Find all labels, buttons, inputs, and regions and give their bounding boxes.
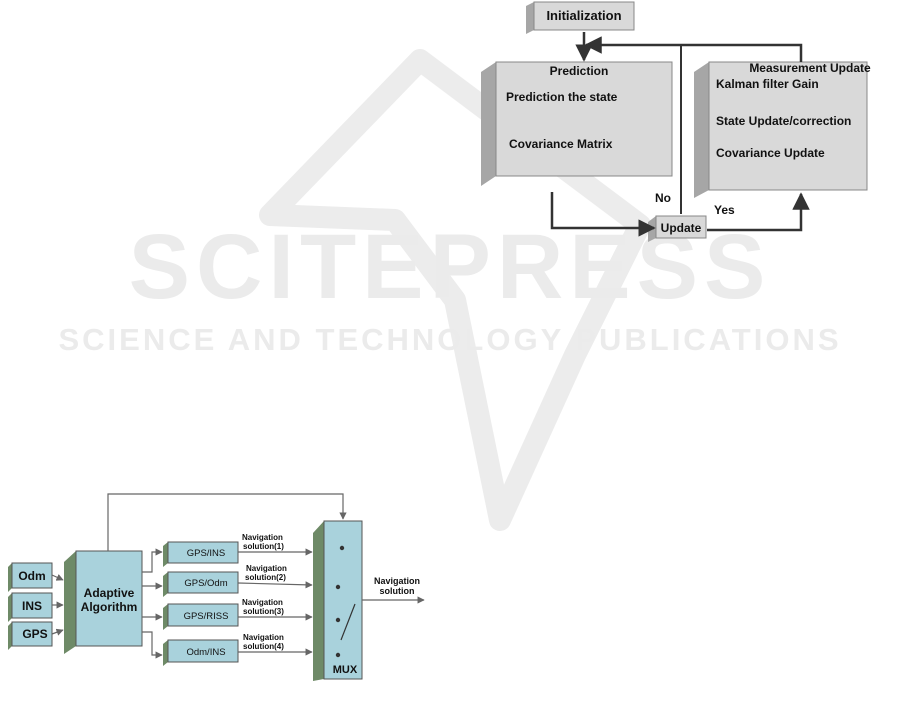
filter-gps-odm-box: GPS/Odm — [163, 571, 239, 597]
prediction-line2: Covariance Matrix — [509, 137, 613, 151]
adaptive-line2: Algorithm — [81, 600, 138, 614]
input-ins-box: INS — [8, 592, 53, 622]
mux-contact-4 — [335, 652, 341, 658]
input-odm-label: Odm — [18, 569, 45, 583]
kalman-connectors — [550, 32, 810, 237]
navigation-connectors — [51, 493, 425, 659]
arrow-adaptive-to-mux-control — [107, 493, 347, 551]
input-gps-label: GPS — [22, 627, 47, 641]
input-ins-label: INS — [22, 599, 42, 613]
navigation-diagram: Odm INS GPS Adaptive Algorithm GPS/INS — [8, 493, 425, 681]
solution-2-label: solution(2) — [245, 573, 286, 582]
filter-gps-ins-box: GPS/INS — [163, 541, 239, 567]
input-odm-box: Odm — [8, 562, 53, 592]
solution-3-word: Navigation — [242, 598, 283, 607]
mux-contact-2 — [335, 584, 341, 590]
solution-labels: Navigation solution(1) Navigation soluti… — [242, 533, 287, 651]
measurement-line3: Covariance Update — [716, 146, 825, 160]
mux-box: MUX — [313, 520, 363, 681]
watermark-logo-shape — [259, 49, 651, 531]
filter-gps-ins-label: GPS/INS — [187, 548, 226, 559]
feedback-measurement-to-prediction — [584, 36, 803, 62]
mux-switch-arm — [340, 603, 356, 641]
measurement-line2: State Update/correction — [716, 114, 851, 128]
mux-contact-3 — [335, 617, 341, 623]
kalman-flowchart: Initialization Prediction Prediction the… — [481, 1, 871, 242]
solution-1-word: Navigation — [242, 533, 283, 542]
output-line1: Navigation — [374, 576, 420, 586]
initialization-label: Initialization — [546, 8, 621, 23]
adaptive-line1: Adaptive — [84, 586, 135, 600]
filter-gps-riss-label: GPS/RISS — [184, 611, 229, 622]
arrow-adaptive-to-odm-ins — [142, 631, 163, 659]
output-line2: solution — [380, 586, 415, 596]
arrow-gps-odm-to-mux — [237, 581, 313, 589]
solution-4-word: Navigation — [243, 633, 284, 642]
measurement-title: Measurement Update — [749, 61, 871, 75]
measurement-line1: Kalman filter Gain — [716, 77, 819, 91]
arrow-prediction-to-update — [550, 192, 656, 237]
filter-gps-odm-label: GPS/Odm — [184, 578, 227, 589]
arrow-adaptive-to-gps-ins — [142, 548, 163, 573]
input-gps-box: GPS — [8, 621, 53, 650]
mux-label: MUX — [333, 664, 358, 676]
solution-2-word: Navigation — [246, 564, 287, 573]
arrow-gps-to-adaptive — [51, 628, 64, 636]
mux-contact-1 — [339, 545, 345, 551]
arrow-odm-to-adaptive — [51, 574, 64, 581]
prediction-title: Prediction — [550, 64, 609, 78]
arrow-update-to-measurement — [707, 192, 810, 232]
solution-3-label: solution(3) — [243, 607, 284, 616]
solution-4-label: solution(4) — [243, 642, 284, 651]
measurement-box: Measurement Update Kalman filter Gain St… — [694, 61, 871, 198]
watermark-sub-text: SCIENCE AND TECHNOLOGY PUBLICATIONS — [58, 322, 841, 357]
no-label: No — [655, 191, 671, 205]
yes-label: Yes — [714, 203, 735, 217]
update-label: Update — [661, 221, 702, 235]
prediction-line1: Prediction the state — [506, 90, 618, 104]
filter-odm-ins-box: Odm/INS — [163, 639, 239, 666]
adaptive-algorithm-box: Adaptive Algorithm — [64, 550, 143, 654]
initialization-box: Initialization — [526, 1, 635, 34]
filter-odm-ins-label: Odm/INS — [186, 647, 225, 658]
solution-1-label: solution(1) — [243, 542, 284, 551]
update-box: Update — [648, 215, 707, 242]
prediction-box: Prediction Prediction the state Covarian… — [481, 61, 673, 186]
filter-gps-riss-box: GPS/RISS — [163, 603, 239, 630]
